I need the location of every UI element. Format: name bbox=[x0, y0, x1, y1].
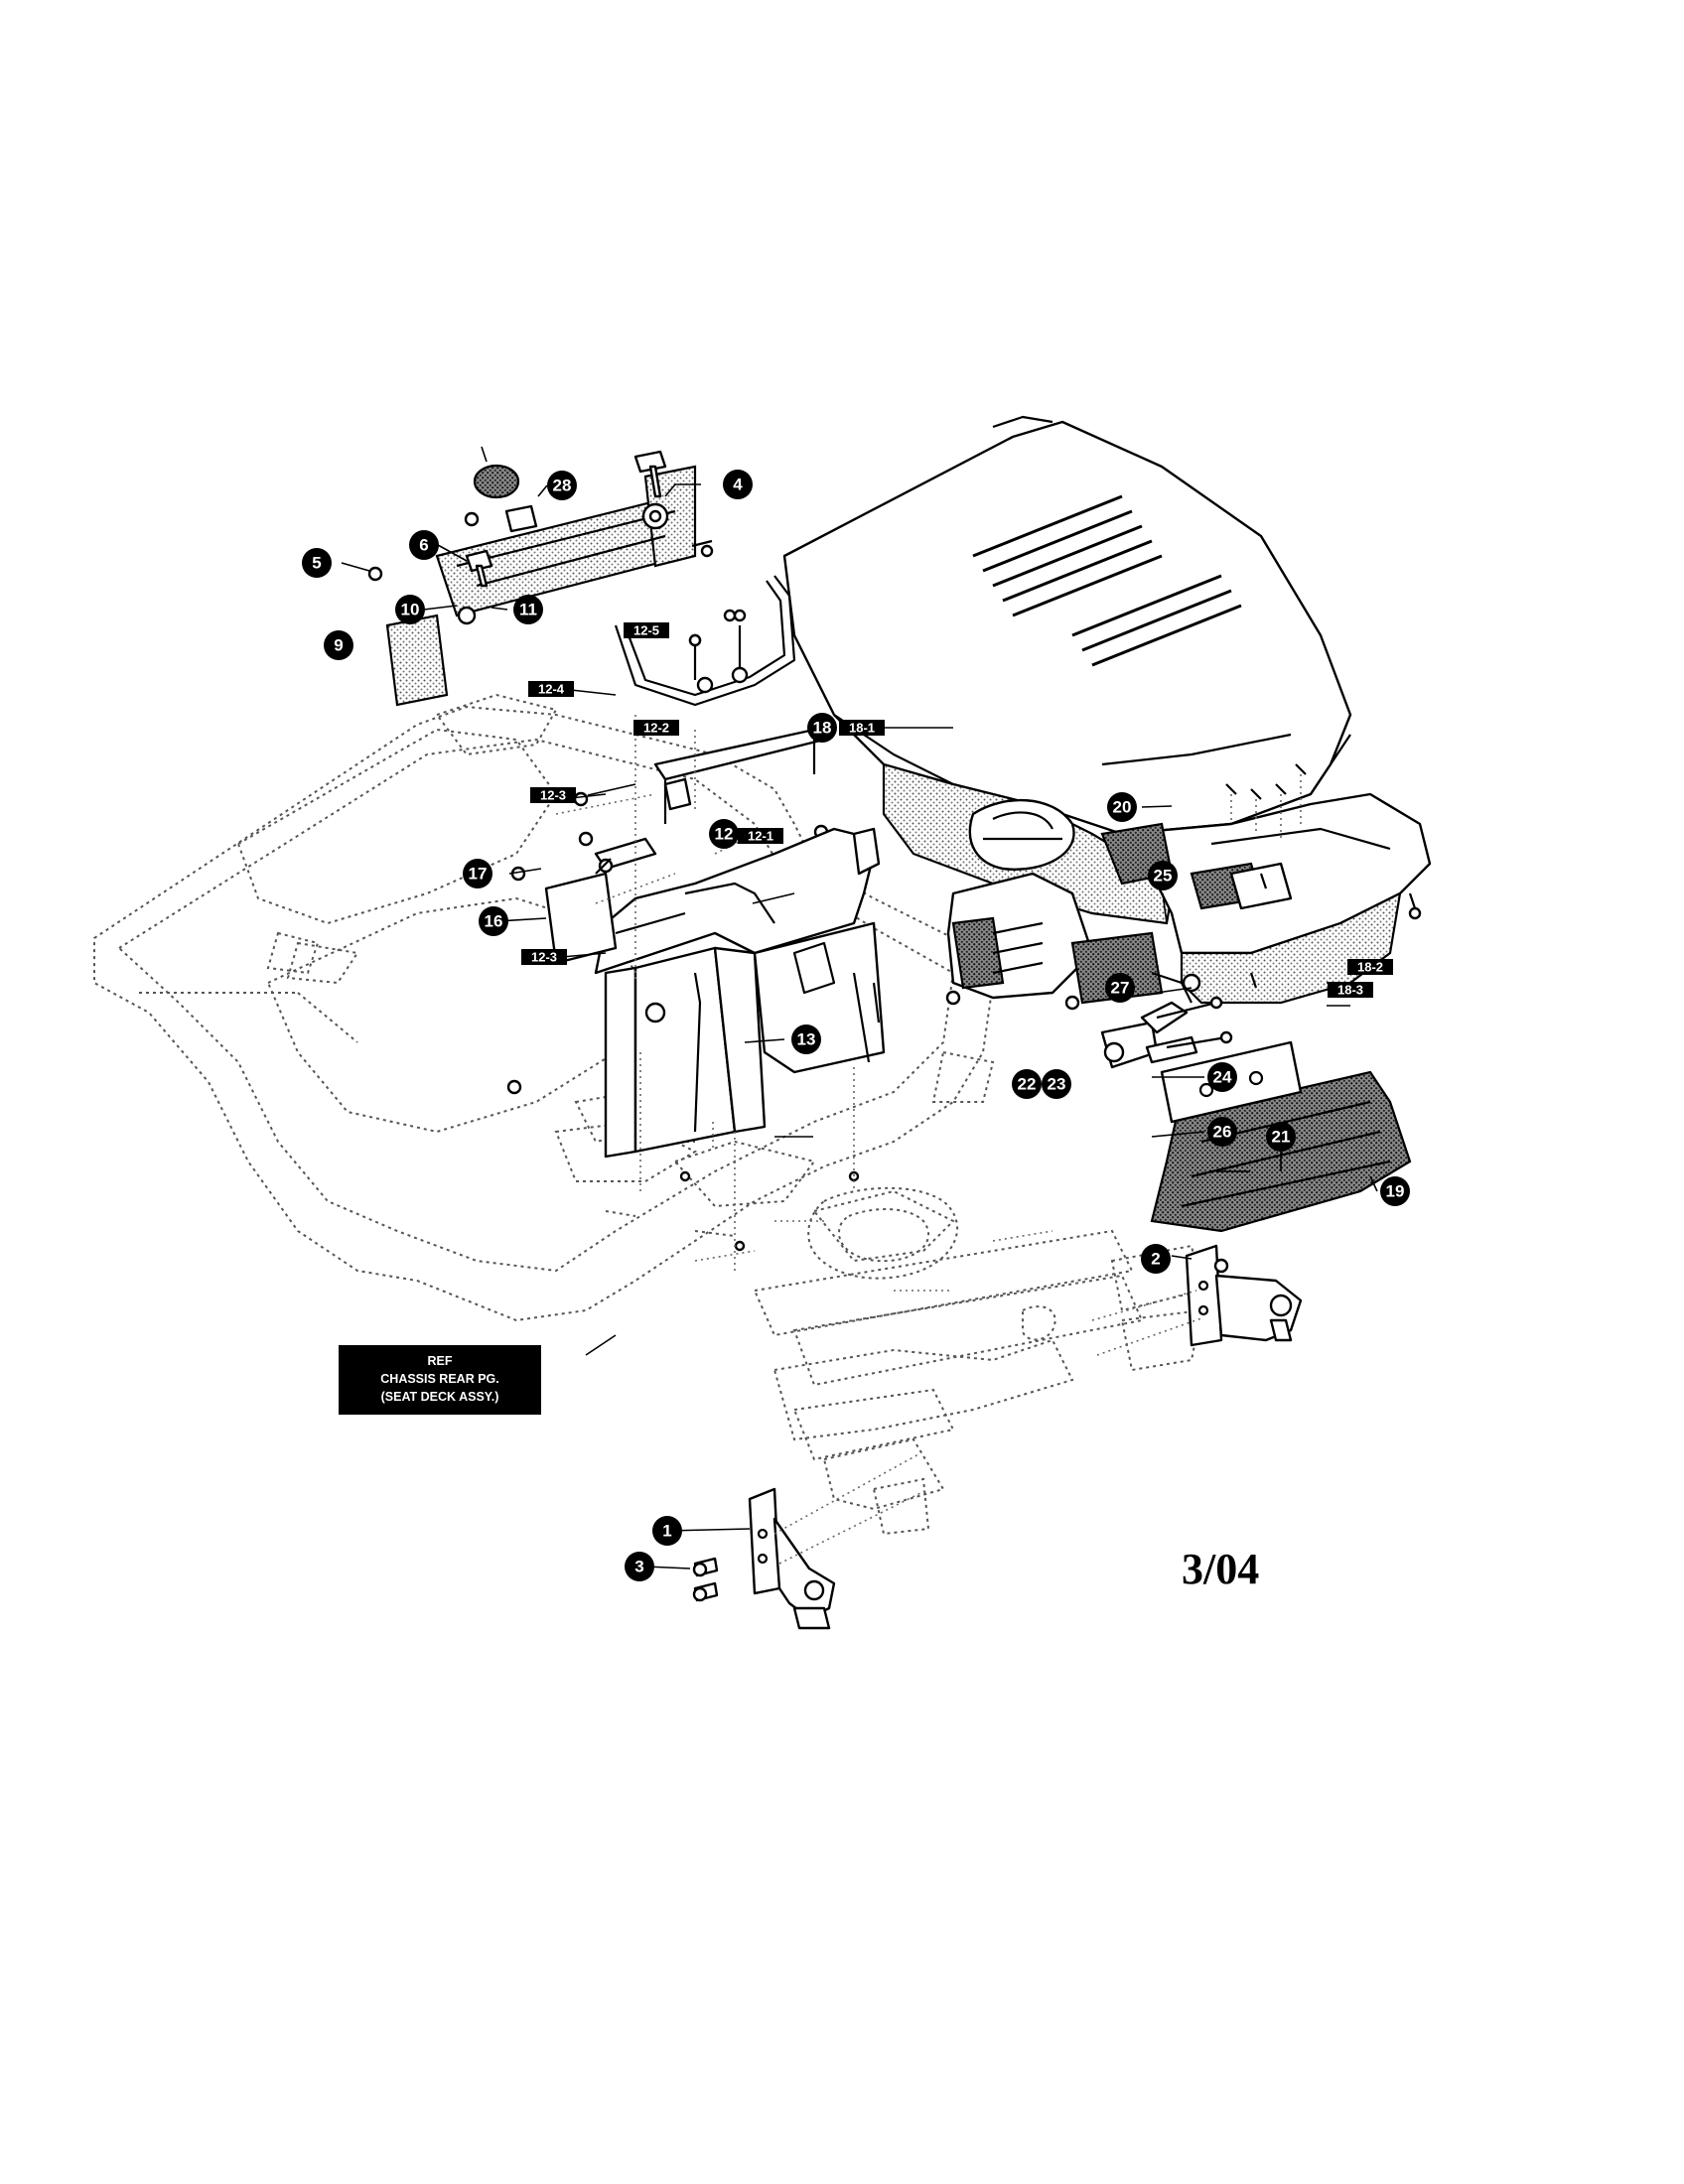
front-bracket-left bbox=[692, 1453, 929, 1630]
callout-20-label: 20 bbox=[1113, 798, 1132, 817]
tag-12-3-upper: 12-3 bbox=[530, 787, 576, 803]
callout-28-label: 28 bbox=[553, 477, 572, 495]
callout-1: 1 bbox=[652, 1516, 682, 1546]
callout-26-label: 26 bbox=[1213, 1123, 1232, 1142]
dash-bracket bbox=[653, 728, 826, 824]
callout-22: 22 bbox=[1012, 1069, 1042, 1099]
callout-21: 21 bbox=[1266, 1122, 1296, 1152]
reference-box-line2: CHASSIS REAR PG. bbox=[380, 1372, 498, 1386]
callout-2-label: 2 bbox=[1151, 1250, 1160, 1269]
callout-9-label: 9 bbox=[334, 636, 343, 655]
reference-box-line1: REF bbox=[428, 1354, 453, 1368]
tag-12-2: 12-2 bbox=[633, 720, 679, 736]
callout-9: 9 bbox=[324, 630, 353, 660]
steering-bracket bbox=[594, 827, 886, 1159]
callout-10: 10 bbox=[395, 595, 425, 624]
callout-4-label: 4 bbox=[733, 476, 743, 494]
throttle-tubing bbox=[614, 575, 796, 707]
hood-vents bbox=[972, 494, 1242, 667]
callout-17-label: 17 bbox=[469, 865, 488, 884]
callout-20: 20 bbox=[1107, 792, 1137, 822]
tag-18-3-label: 18-3 bbox=[1337, 983, 1363, 998]
callout-27-label: 27 bbox=[1111, 979, 1130, 998]
tag-12-3-lower: 12-3 bbox=[521, 949, 567, 965]
tag-12-2-label: 12-2 bbox=[643, 721, 669, 736]
callout-18-label: 18 bbox=[813, 719, 832, 738]
tag-12-5: 12-5 bbox=[624, 622, 669, 638]
callout-1-label: 1 bbox=[662, 1522, 671, 1541]
callout-21-label: 21 bbox=[1272, 1128, 1291, 1147]
tag-18-3: 18-3 bbox=[1328, 982, 1373, 998]
callout-12: 12 bbox=[709, 819, 739, 849]
headlight-assembly bbox=[1100, 996, 1233, 1069]
tag-12-4-label: 12-4 bbox=[538, 682, 565, 697]
callout-17: 17 bbox=[463, 859, 492, 888]
tag-12-3-lower-label: 12-3 bbox=[531, 950, 557, 965]
revision-date: 3/04 bbox=[1182, 1545, 1259, 1593]
callout-16: 16 bbox=[479, 906, 508, 936]
callout-13: 13 bbox=[791, 1024, 821, 1054]
tag-18-1-label: 18-1 bbox=[849, 721, 875, 736]
tag-18-2: 18-2 bbox=[1347, 959, 1393, 975]
callout-5: 5 bbox=[302, 548, 332, 578]
callout-12-label: 12 bbox=[715, 825, 734, 844]
side-panel bbox=[544, 858, 618, 965]
callout-3: 3 bbox=[625, 1552, 654, 1581]
callout-25-label: 25 bbox=[1154, 867, 1173, 886]
callout-5-label: 5 bbox=[312, 554, 321, 573]
callout-11: 11 bbox=[513, 595, 543, 624]
callout-16-label: 16 bbox=[485, 912, 503, 931]
throttle-knob bbox=[473, 446, 538, 533]
callout-27: 27 bbox=[1105, 973, 1135, 1003]
tag-12-5-label: 12-5 bbox=[633, 623, 659, 638]
fasteners bbox=[367, 511, 865, 1252]
tag-12-1: 12-1 bbox=[738, 828, 783, 844]
reference-box-line3: (SEAT DECK ASSY.) bbox=[381, 1390, 499, 1404]
callout-4: 4 bbox=[723, 470, 753, 499]
front-bracket-right bbox=[1091, 1244, 1303, 1356]
callout-11-label: 11 bbox=[519, 601, 537, 619]
tag-12-3-upper-label: 12-3 bbox=[540, 788, 566, 803]
hood bbox=[782, 415, 1352, 836]
tag-18-2-label: 18-2 bbox=[1357, 960, 1383, 975]
callout-19: 19 bbox=[1380, 1176, 1410, 1206]
callout-25: 25 bbox=[1148, 861, 1178, 890]
reference-box: REF CHASSIS REAR PG. (SEAT DECK ASSY.) bbox=[339, 1345, 541, 1415]
callout-6: 6 bbox=[409, 530, 439, 560]
chassis-reference-outline bbox=[93, 693, 1203, 1536]
callout-3-label: 3 bbox=[634, 1558, 643, 1576]
callout-24-label: 24 bbox=[1213, 1068, 1232, 1087]
callout-6-label: 6 bbox=[419, 536, 428, 555]
dash-panel bbox=[385, 450, 697, 707]
callout-18: 18 bbox=[807, 713, 837, 743]
callout-19-label: 19 bbox=[1386, 1182, 1405, 1201]
callout-24: 24 bbox=[1207, 1062, 1237, 1092]
callout-10-label: 10 bbox=[401, 601, 420, 619]
callout-28: 28 bbox=[547, 471, 577, 500]
callout-26: 26 bbox=[1207, 1117, 1237, 1147]
callout-22-label: 22 bbox=[1018, 1075, 1037, 1094]
tag-12-1-label: 12-1 bbox=[748, 829, 773, 844]
callout-13-label: 13 bbox=[797, 1030, 816, 1049]
tag-18-1: 18-1 bbox=[839, 720, 885, 736]
callout-23: 23 bbox=[1042, 1069, 1071, 1099]
callout-23-label: 23 bbox=[1048, 1075, 1066, 1094]
callout-2: 2 bbox=[1141, 1244, 1171, 1274]
tag-12-4: 12-4 bbox=[528, 681, 574, 697]
